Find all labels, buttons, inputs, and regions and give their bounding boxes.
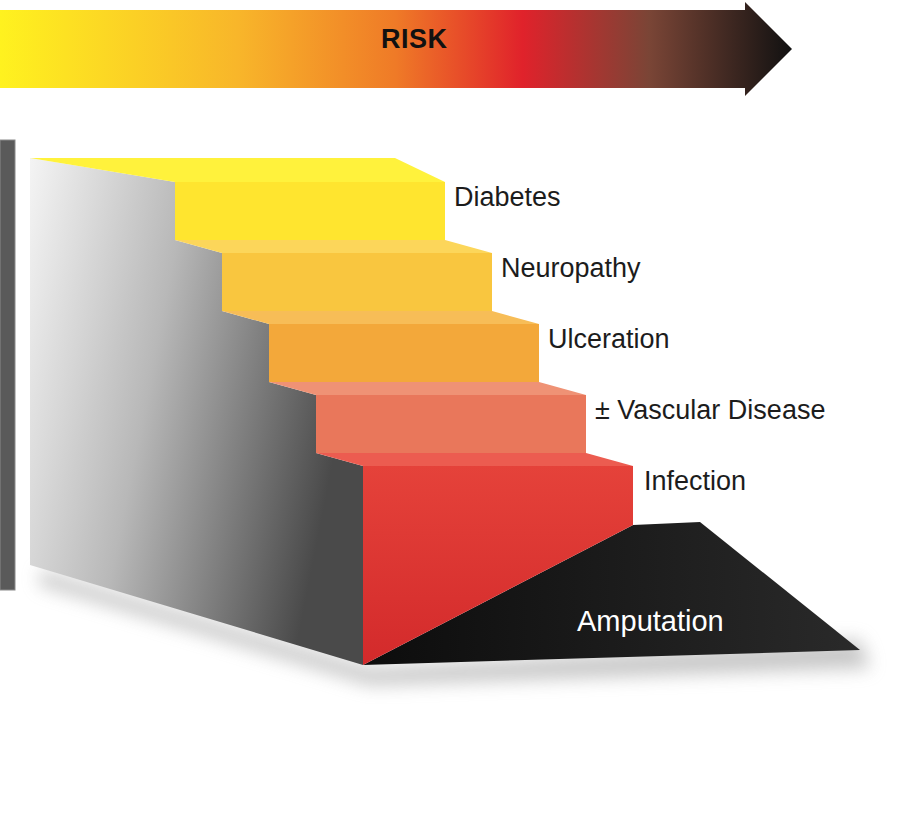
step-tread	[222, 311, 539, 324]
step-riser	[222, 253, 492, 311]
step-tread	[269, 382, 586, 395]
step-text: Diabetes	[454, 182, 561, 213]
top-landing	[30, 158, 445, 182]
step-label: Neuropathy	[498, 251, 644, 286]
risk-arrow	[0, 2, 792, 96]
step-text: Neuropathy	[501, 253, 641, 284]
step-label: ± Vascular Disease	[592, 393, 828, 428]
floor-label: Amputation	[574, 603, 727, 640]
step-text: Ulceration	[548, 324, 670, 355]
step-label: Infection	[641, 464, 749, 499]
step-riser	[316, 395, 586, 453]
step-tread	[175, 240, 492, 253]
step-tread	[316, 453, 633, 466]
step-text: Infection	[644, 466, 746, 497]
step-label: Ulceration	[545, 322, 673, 357]
step-text: Amputation	[577, 605, 724, 638]
step-text: ± Vascular Disease	[595, 395, 825, 426]
step-riser	[175, 182, 445, 240]
risk-label: RISK	[381, 24, 448, 55]
step-riser	[269, 324, 539, 382]
side-tab	[0, 140, 15, 590]
step-label: Diabetes	[451, 180, 564, 215]
